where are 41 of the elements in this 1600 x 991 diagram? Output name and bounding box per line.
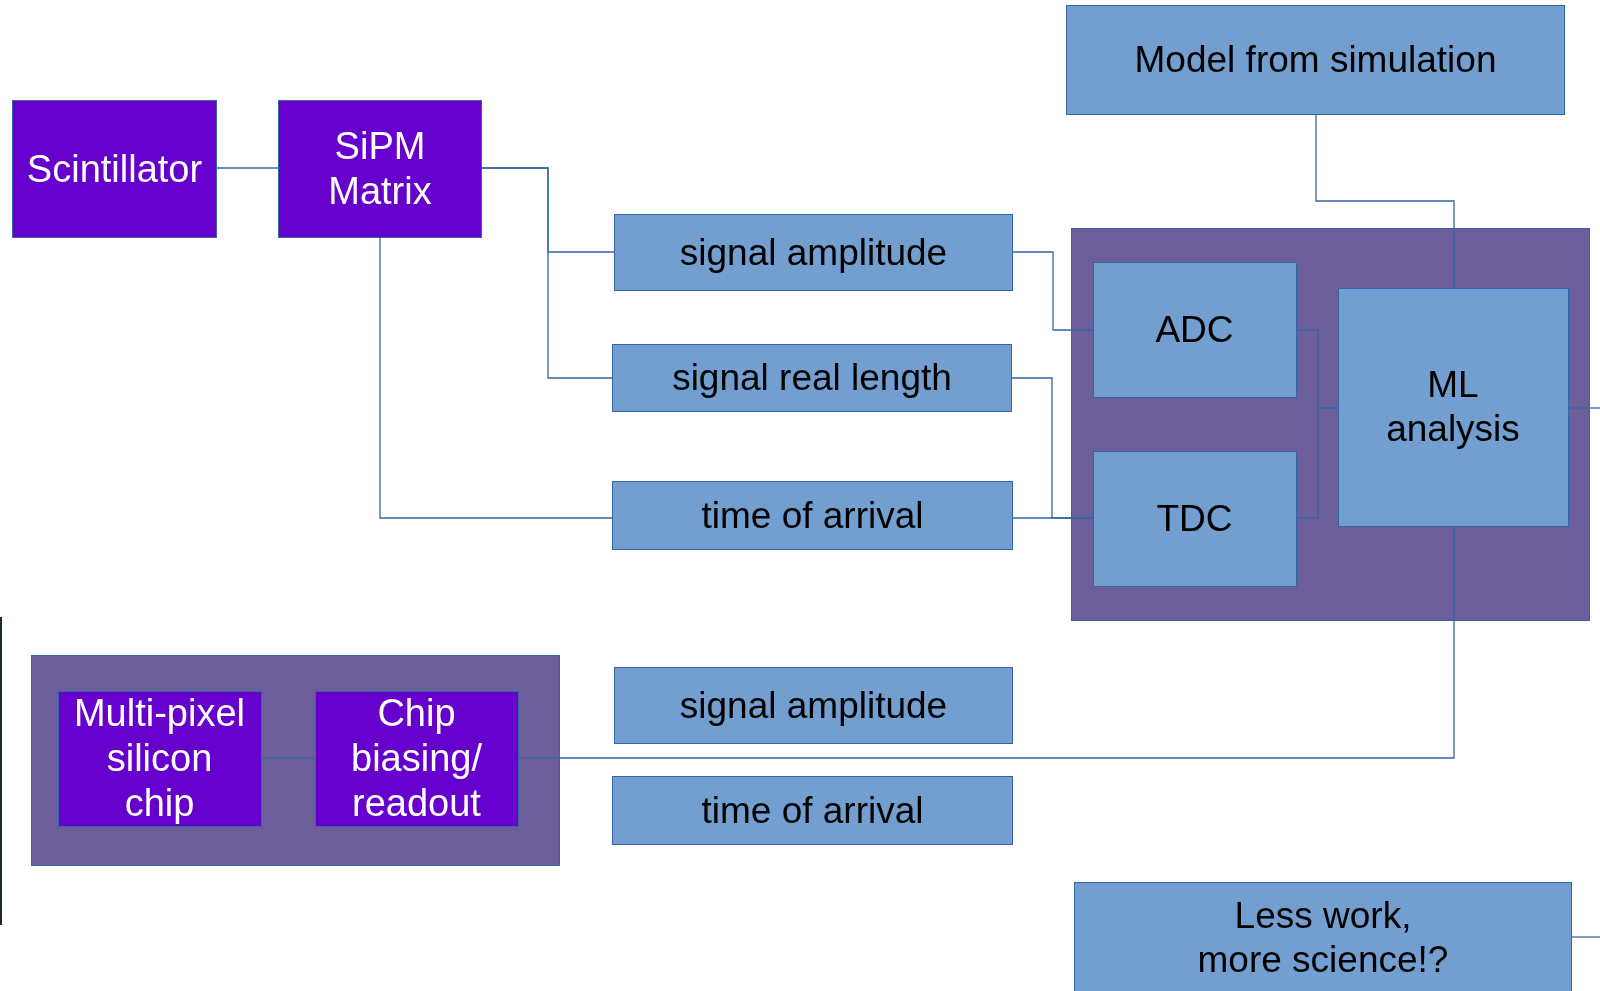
box-label: Multi-pixel silicon chip — [72, 691, 246, 826]
process-box — [1092, 450, 1297, 587]
box-label: Less work, more science!? — [1197, 894, 1449, 982]
connector-line — [1568, 407, 1600, 409]
process-box — [1337, 287, 1569, 527]
box-label: SiPM Matrix — [327, 124, 433, 214]
box-label: signal amplitude — [679, 230, 948, 275]
process-box — [612, 481, 1013, 550]
connector-line — [216, 167, 279, 169]
box-label: Chip biasing/ readout — [350, 691, 483, 826]
process-box — [612, 776, 1013, 845]
process-box — [612, 344, 1012, 412]
box-label: ADC — [1155, 307, 1234, 352]
group-panel — [1071, 228, 1590, 621]
box-label: TDC — [1156, 496, 1233, 541]
process-box — [12, 100, 217, 238]
box-label: Model from simulation — [1134, 38, 1497, 82]
process-box — [57, 690, 262, 827]
connector-line — [518, 526, 1455, 759]
connector-line — [1296, 407, 1339, 519]
connector-line — [1012, 251, 1094, 331]
box-label: time of arrival — [701, 788, 924, 833]
process-box — [1074, 882, 1572, 991]
box-label: time of arrival — [701, 493, 924, 538]
process-box — [1066, 5, 1565, 115]
process-box — [278, 100, 482, 238]
process-box — [1092, 261, 1297, 398]
box-label: signal amplitude — [679, 683, 948, 728]
group-panel — [31, 655, 560, 866]
process-box — [614, 214, 1013, 291]
connector-line — [1571, 936, 1600, 938]
connector-line — [379, 237, 613, 519]
connector-line — [1315, 114, 1455, 289]
box-label: ML analysis — [1385, 363, 1521, 451]
connector-line — [481, 167, 613, 379]
box-label: Scintillator — [26, 146, 203, 192]
process-box — [614, 667, 1013, 744]
box-label: signal real length — [672, 356, 952, 400]
process-box — [314, 690, 519, 827]
connector-line — [261, 757, 316, 759]
connector-line — [1012, 517, 1094, 519]
